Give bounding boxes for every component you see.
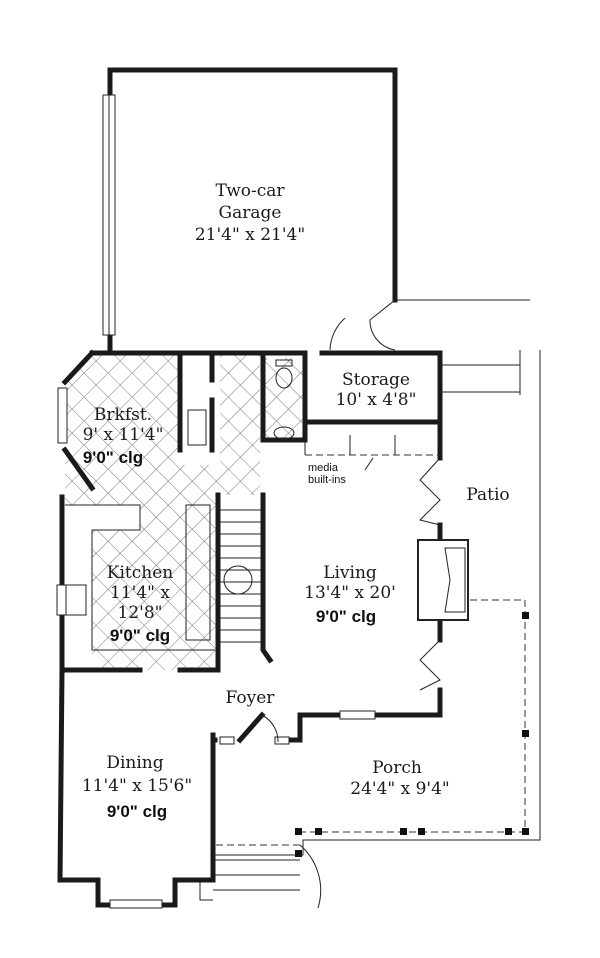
garage-label: Two-car (215, 181, 285, 201)
storage-size: 10' x 4'8" (336, 390, 417, 410)
living-size: 13'4" x 20' (304, 583, 396, 603)
living-ceiling: 9'0" clg (316, 607, 376, 626)
breakfast-size: 9' x 11'4" (83, 425, 164, 445)
stairs (220, 509, 262, 643)
garage-size: 21'4" x 21'4" (195, 225, 305, 245)
breakfast-ceiling: 9'0" clg (83, 448, 143, 467)
living-label: Living (323, 563, 377, 583)
garage-label-2: Garage (219, 203, 282, 223)
dining-size: 11'4" x 15'6" (82, 776, 192, 796)
kitchen-size-2: 12'8" (118, 603, 163, 623)
media-note: media (308, 462, 339, 474)
garage-walls (102, 67, 530, 353)
foyer-label: Foyer (226, 688, 276, 708)
tile-floor (65, 355, 303, 670)
kitchen-label: Kitchen (107, 563, 173, 583)
dining-label: Dining (106, 753, 163, 773)
porch-label: Porch (372, 758, 422, 778)
porch-outline (199, 350, 541, 909)
patio-label: Patio (466, 485, 509, 505)
room-labels: Two-car Garage 21'4" x 21'4" Storage 10'… (82, 181, 510, 821)
dining-ceiling: 9'0" clg (107, 802, 167, 821)
media-note-2: built-ins (308, 474, 346, 486)
fixtures (65, 359, 440, 651)
kitchen-ceiling: 9'0" clg (110, 626, 170, 645)
storage-label: Storage (342, 370, 410, 390)
porch-size: 24'4" x 9'4" (350, 779, 449, 799)
kitchen-size: 11'4" x (110, 583, 170, 603)
breakfast-label: Brkfst. (94, 405, 152, 425)
